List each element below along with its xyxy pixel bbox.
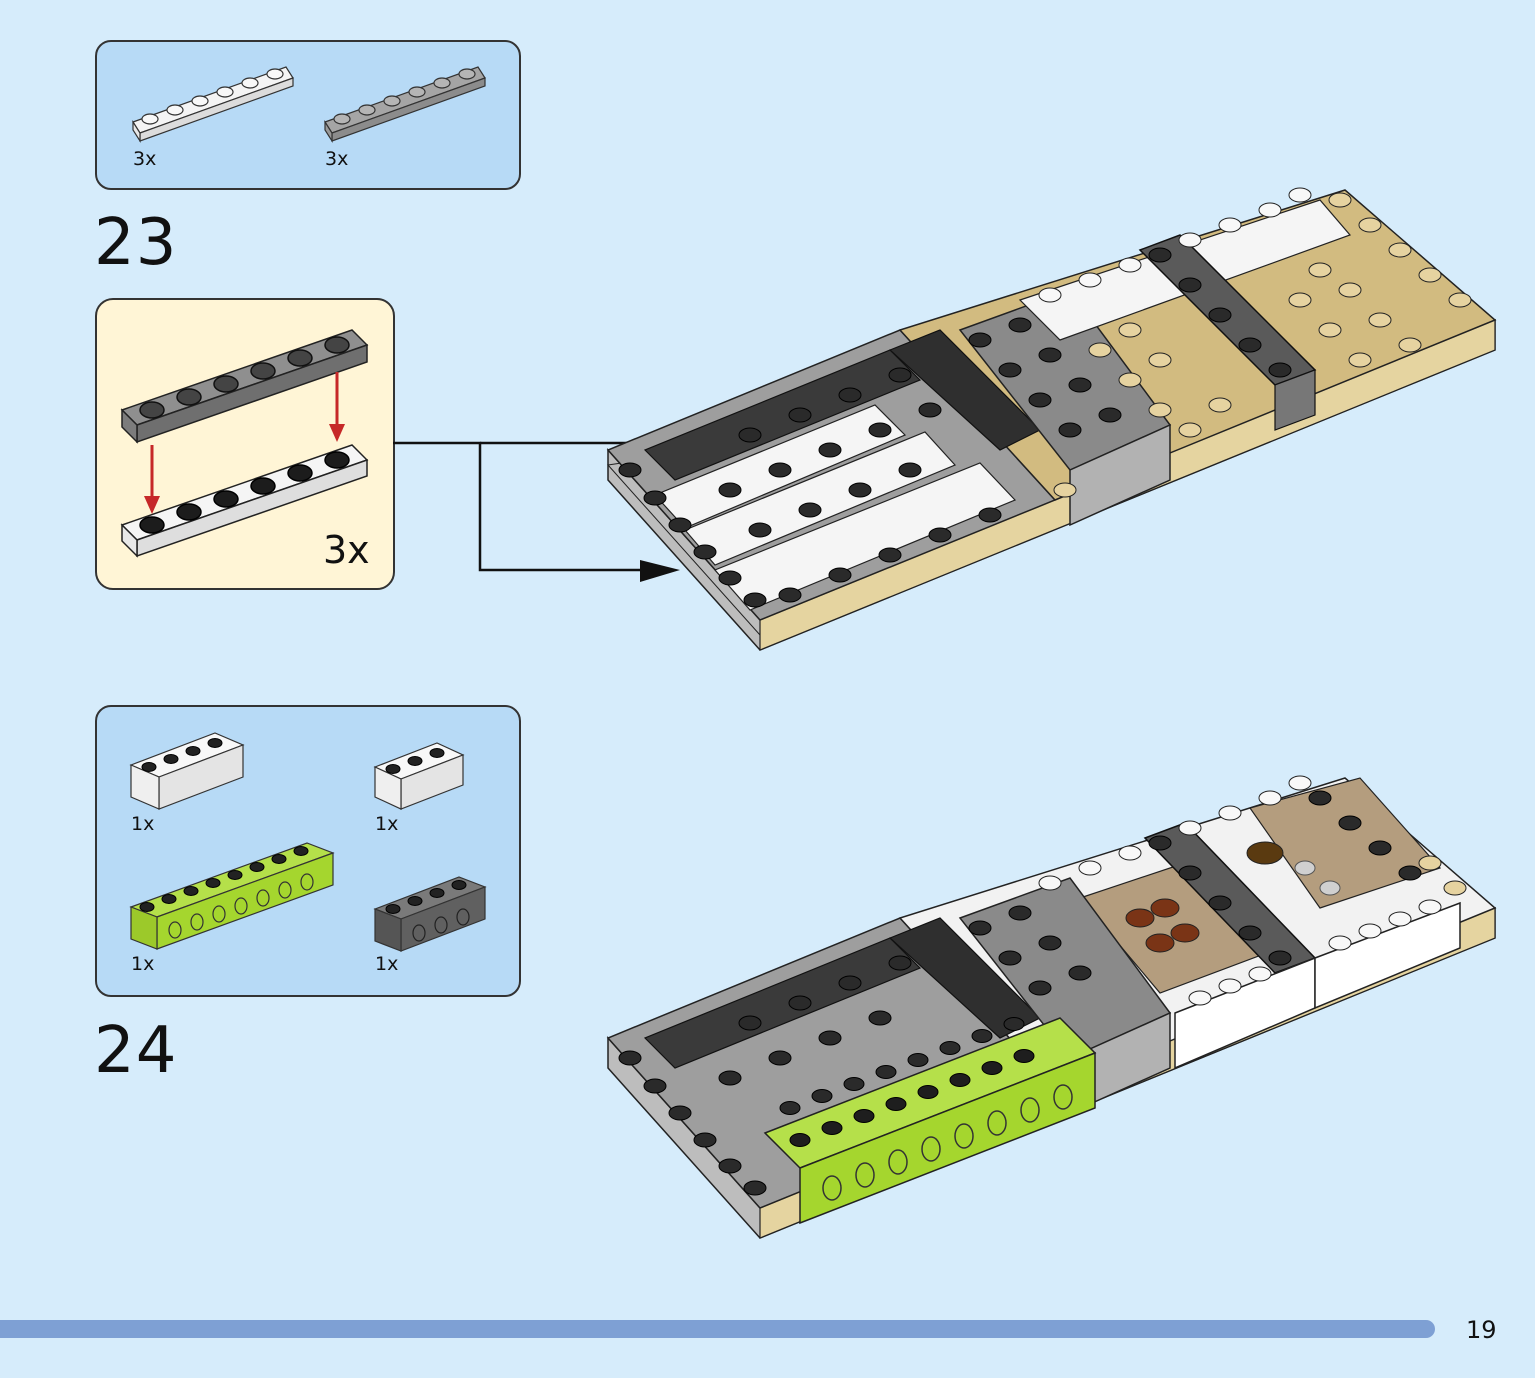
white-brick-1x4-icon [129, 732, 245, 810]
dark-gray-technic-brick-1x4-icon [373, 876, 487, 952]
part-quantity: 1x [131, 953, 155, 975]
part-quantity: 1x [375, 953, 399, 975]
subassembly-callout: 3x [95, 298, 395, 590]
gray-plate-1x6-icon [324, 66, 486, 144]
part-quantity: 3x [133, 148, 157, 170]
step-24-model [606, 775, 1497, 1239]
part-quantity: 1x [131, 813, 155, 835]
subassembly-illustration [120, 329, 369, 558]
subassembly-quantity: 3x [323, 528, 370, 572]
step-24-parts-list: 1x 1x 1x 1x [95, 705, 521, 997]
page-number: 19 [1466, 1316, 1497, 1344]
step-23-model [606, 187, 1497, 651]
step-23-parts-list: 3x 3x [95, 40, 521, 190]
lime-technic-brick-1x8-icon [129, 842, 335, 950]
step-number: 23 [94, 206, 178, 280]
white-plate-1x6-icon [132, 66, 294, 144]
step-number: 24 [94, 1014, 178, 1088]
part-quantity: 1x [375, 813, 399, 835]
part-quantity: 3x [325, 148, 349, 170]
page-progress-bar [0, 1320, 1435, 1338]
white-brick-1x3-icon [373, 742, 465, 810]
